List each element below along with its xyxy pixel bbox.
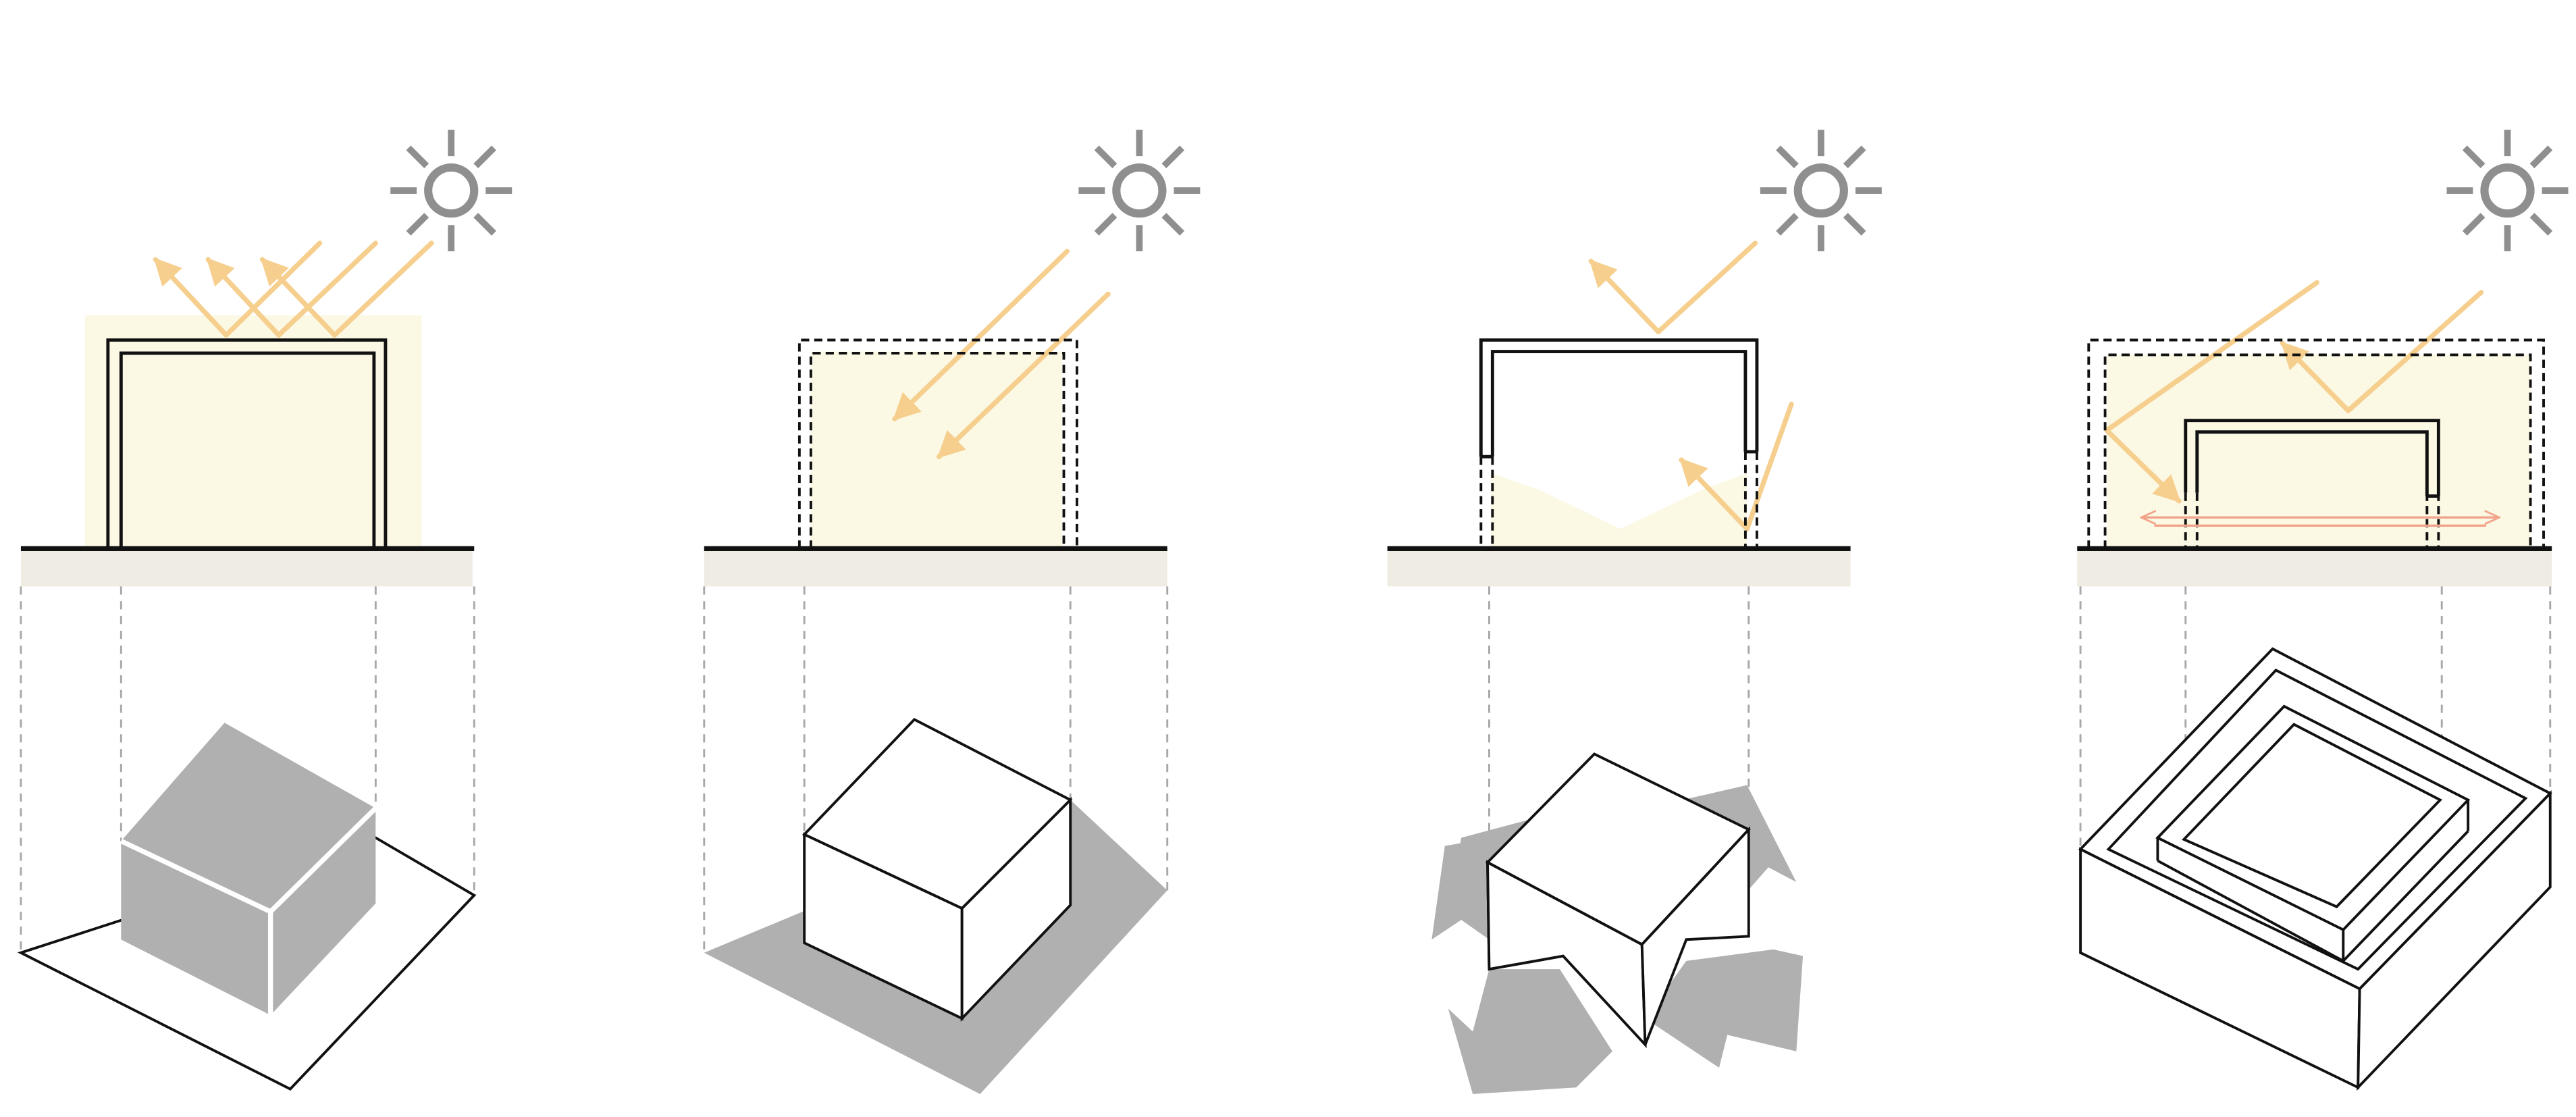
ground-band — [1387, 548, 1851, 587]
nested-boxes-volume — [2078, 647, 2552, 1091]
solid-box-section — [106, 338, 388, 549]
open-bottom-section — [1479, 338, 1759, 459]
panel-1 — [17, 130, 512, 1091]
projection-lines — [1488, 586, 1750, 862]
sun-icon — [1760, 130, 1882, 251]
panel-3 — [1387, 130, 1882, 1094]
horizontal-airflow-icon — [2141, 517, 2499, 527]
reflected-light-icon — [153, 240, 434, 338]
sun-icon — [1078, 130, 1200, 251]
ground-band — [704, 548, 1167, 587]
reflected-light-icon — [1588, 240, 1794, 531]
ground-band — [2077, 548, 2552, 587]
panel-4 — [2077, 130, 2569, 1091]
dashed-box-section — [797, 338, 1078, 549]
ground-band — [20, 548, 473, 587]
dashed-legs — [1479, 451, 1758, 549]
grey-volume-on-plate — [17, 723, 477, 1091]
projection-lines — [703, 586, 1169, 953]
light-glow — [810, 351, 1063, 549]
light-glow — [1490, 473, 1747, 549]
projection-lines — [20, 586, 475, 953]
panel-2 — [703, 130, 1201, 1094]
lifted-volume-with-outward-arrows — [1431, 752, 1804, 1094]
white-volume-with-shadow — [704, 717, 1167, 1094]
sun-icon — [2447, 130, 2569, 251]
sun-icon — [390, 130, 512, 251]
light-glow — [84, 315, 422, 549]
transmitted-light-icon — [892, 249, 1111, 459]
